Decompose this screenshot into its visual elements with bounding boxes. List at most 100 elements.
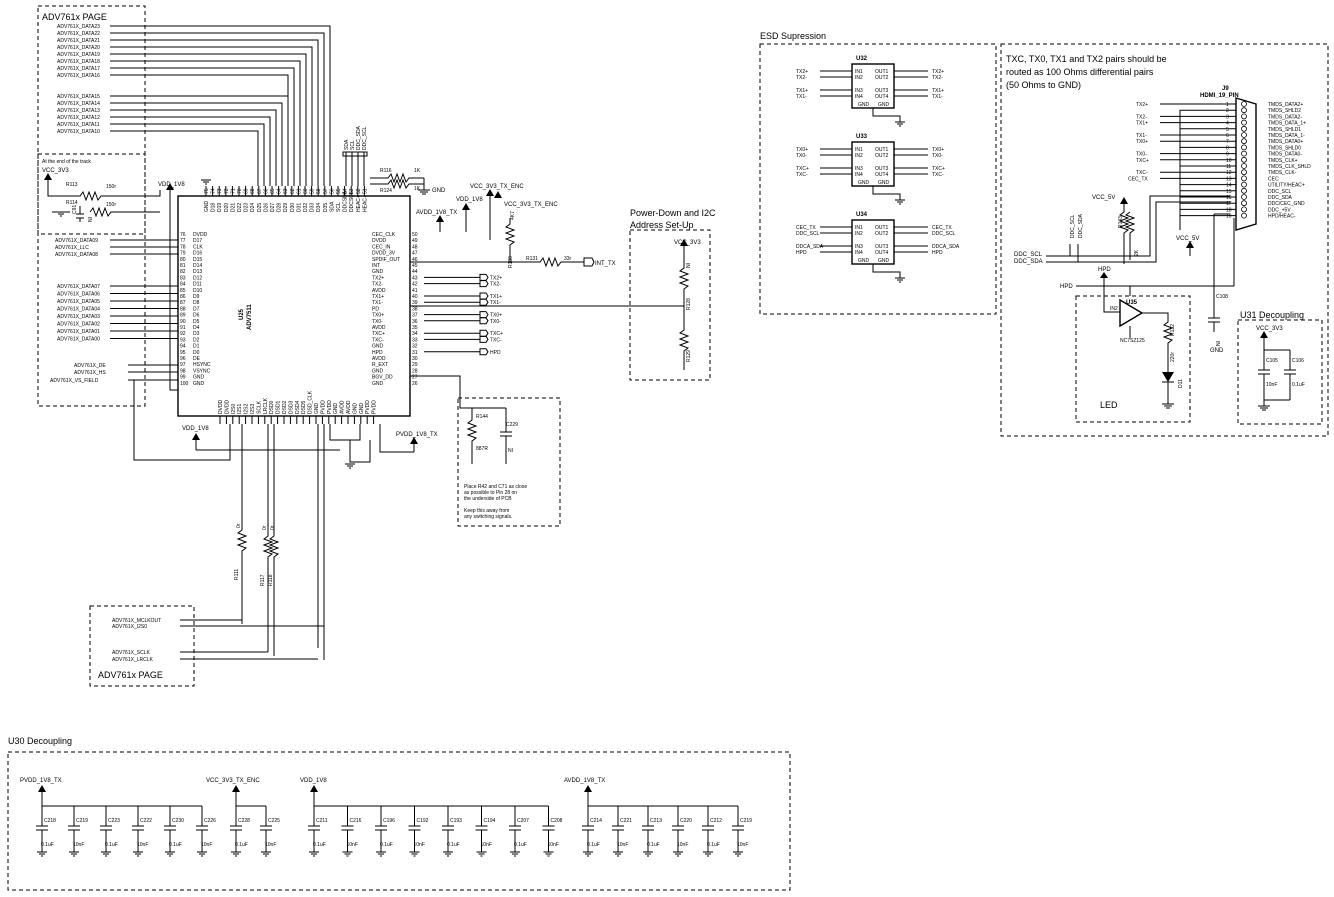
cap-value: 10nF bbox=[677, 842, 688, 848]
pin-name: DSD5 bbox=[301, 400, 307, 414]
cap-ref: C194 bbox=[484, 818, 496, 824]
net-label: TXC+ bbox=[932, 166, 945, 172]
track-resistors: VCC_3V3 R113 150r R114 150r C91 NI bbox=[42, 168, 161, 222]
svg-text:OUT4: OUT4 bbox=[875, 250, 889, 256]
pin-number: 39 bbox=[412, 300, 418, 306]
cap-value: 0.1uF bbox=[587, 842, 600, 848]
avdd-flag-label: AVDD_1V8_TX bbox=[564, 778, 605, 784]
hdmi-pin-name: TMDS_DATA_1+ bbox=[1268, 121, 1306, 127]
ground-symbol bbox=[342, 851, 353, 857]
pin-number: 55 bbox=[336, 188, 342, 194]
net-label: ADV761X_DATA05 bbox=[57, 299, 100, 305]
pin-name: D11 bbox=[193, 282, 202, 288]
pd-title-line2: Address Set-Up bbox=[630, 220, 694, 230]
pin-number: 80 bbox=[180, 257, 186, 263]
pin-number: 3 bbox=[1226, 114, 1229, 120]
net-label: TX0- bbox=[796, 153, 807, 159]
svg-text:IN3: IN3 bbox=[855, 88, 863, 94]
hdmi-pin-name: CEC bbox=[1268, 176, 1279, 182]
pin-name: D32 bbox=[303, 203, 309, 212]
svg-text:U33: U33 bbox=[856, 134, 868, 140]
net-label: ADV761X_DATA09 bbox=[55, 238, 98, 244]
hdmi-note-3: (50 Ohms to GND) bbox=[1006, 80, 1081, 90]
svg-text:U32: U32 bbox=[856, 56, 868, 62]
pin-name: TX1- bbox=[372, 300, 383, 306]
svg-text:VCC_3V3: VCC_3V3 bbox=[674, 240, 701, 246]
svg-text:IN4: IN4 bbox=[855, 94, 863, 100]
pin-number: 78 bbox=[180, 244, 186, 250]
pin-name: SDA bbox=[329, 201, 335, 212]
cap-value: 0.1uF bbox=[235, 842, 248, 848]
net-label: ADV761X_DATA16 bbox=[57, 73, 100, 79]
pin-name: BGV_DD bbox=[372, 375, 393, 381]
net-label: CEC_TX bbox=[796, 225, 816, 231]
left-net-labels: ADV761X_DATA23ADV761X_DATA22ADV761X_DATA… bbox=[50, 24, 331, 461]
net-label: ADV761X_MCLKOUT bbox=[112, 618, 161, 624]
pin-number: 73 bbox=[217, 188, 223, 194]
pin-number: 19 bbox=[1226, 214, 1232, 220]
esd-box bbox=[759, 43, 997, 315]
svg-text:the underside of PCB: the underside of PCB bbox=[464, 496, 512, 502]
svg-text:Place R42 and C71 as close: Place R42 and C71 as close bbox=[464, 484, 527, 490]
svg-text:IN1: IN1 bbox=[855, 69, 863, 75]
cap-ref: C196 bbox=[383, 818, 395, 824]
net-label: TX2- bbox=[490, 282, 501, 288]
svg-text:IN1: IN1 bbox=[855, 225, 863, 231]
pin-number: 33 bbox=[412, 337, 418, 343]
hdmi-pin-name: TMDS_CLK+ bbox=[1268, 158, 1298, 164]
cap-ref: C214 bbox=[590, 818, 602, 824]
net-label: HPD bbox=[490, 350, 501, 356]
pin-name: INT bbox=[372, 263, 380, 269]
track-note: At the end of the track bbox=[42, 159, 91, 165]
svg-text:VCC_3V3: VCC_3V3 bbox=[42, 168, 69, 174]
ground-symbol bbox=[376, 851, 386, 857]
pin-number: 93 bbox=[180, 337, 186, 343]
net-label: ADV761X_DATA15 bbox=[57, 94, 100, 100]
hdmi-pin-name: TMDS_DATA0+ bbox=[1268, 139, 1303, 145]
cap-value: 10nF bbox=[137, 842, 148, 848]
pin-name: D4 bbox=[193, 325, 200, 331]
net-label: ADV761X_DATA02 bbox=[57, 322, 100, 328]
svg-text:IN4: IN4 bbox=[855, 250, 863, 256]
cap-value: 0.1uF bbox=[380, 842, 393, 848]
pin-name: HEAC- bbox=[362, 196, 368, 212]
net-label: TX2- bbox=[1136, 114, 1147, 120]
adv-page-top-title: ADV761x PAGE bbox=[42, 12, 107, 22]
pin-number: 8 bbox=[1226, 145, 1229, 151]
net-label: CEC_TX bbox=[932, 225, 952, 231]
pin-name: PD bbox=[372, 306, 379, 312]
cap-value: 10nF bbox=[347, 842, 358, 848]
net-label: TX0+ bbox=[490, 313, 502, 319]
svg-text:HPD: HPD bbox=[1098, 267, 1111, 273]
vdd-1v8-flag-right: VDD_1V8 bbox=[456, 197, 483, 232]
net-label: ADV761X_DATA00 bbox=[57, 337, 100, 343]
svg-text:4K7: 4K7 bbox=[510, 211, 516, 220]
pin-name: D0 bbox=[193, 350, 200, 356]
net-label: ADV761X_DATA08 bbox=[55, 252, 98, 258]
pin-number: 46 bbox=[412, 257, 418, 263]
svg-text:C91: C91 bbox=[72, 205, 78, 214]
net-label: TX0- bbox=[1136, 152, 1147, 158]
pin-name: D13 bbox=[193, 269, 202, 275]
svg-text:OUT3: OUT3 bbox=[875, 88, 889, 94]
net-label: TXC+ bbox=[490, 331, 503, 337]
pin-number: 96 bbox=[180, 356, 186, 362]
net-label: TX0- bbox=[932, 153, 943, 159]
svg-text:OUT3: OUT3 bbox=[875, 244, 889, 250]
pin-name: HPD bbox=[372, 350, 383, 356]
pin-name: D30 bbox=[290, 203, 296, 212]
net-label: TXC- bbox=[932, 172, 944, 178]
svg-text:DDC_SCL: DDC_SCL bbox=[1014, 252, 1043, 258]
svg-text:IN3: IN3 bbox=[855, 244, 863, 250]
pin-name: DSD1 bbox=[276, 400, 282, 414]
net-label: TX0- bbox=[490, 319, 501, 325]
svg-text:1K: 1K bbox=[414, 186, 421, 192]
pin-name: TX2- bbox=[372, 282, 383, 288]
net-label: TX0+ bbox=[1136, 139, 1148, 145]
pin-name: D1 bbox=[193, 344, 200, 350]
ground-symbol bbox=[443, 851, 453, 857]
pin-number: 50 bbox=[412, 232, 418, 238]
net-label: ADV761X_DATA18 bbox=[57, 59, 100, 65]
svg-text:C105: C105 bbox=[1266, 358, 1278, 364]
